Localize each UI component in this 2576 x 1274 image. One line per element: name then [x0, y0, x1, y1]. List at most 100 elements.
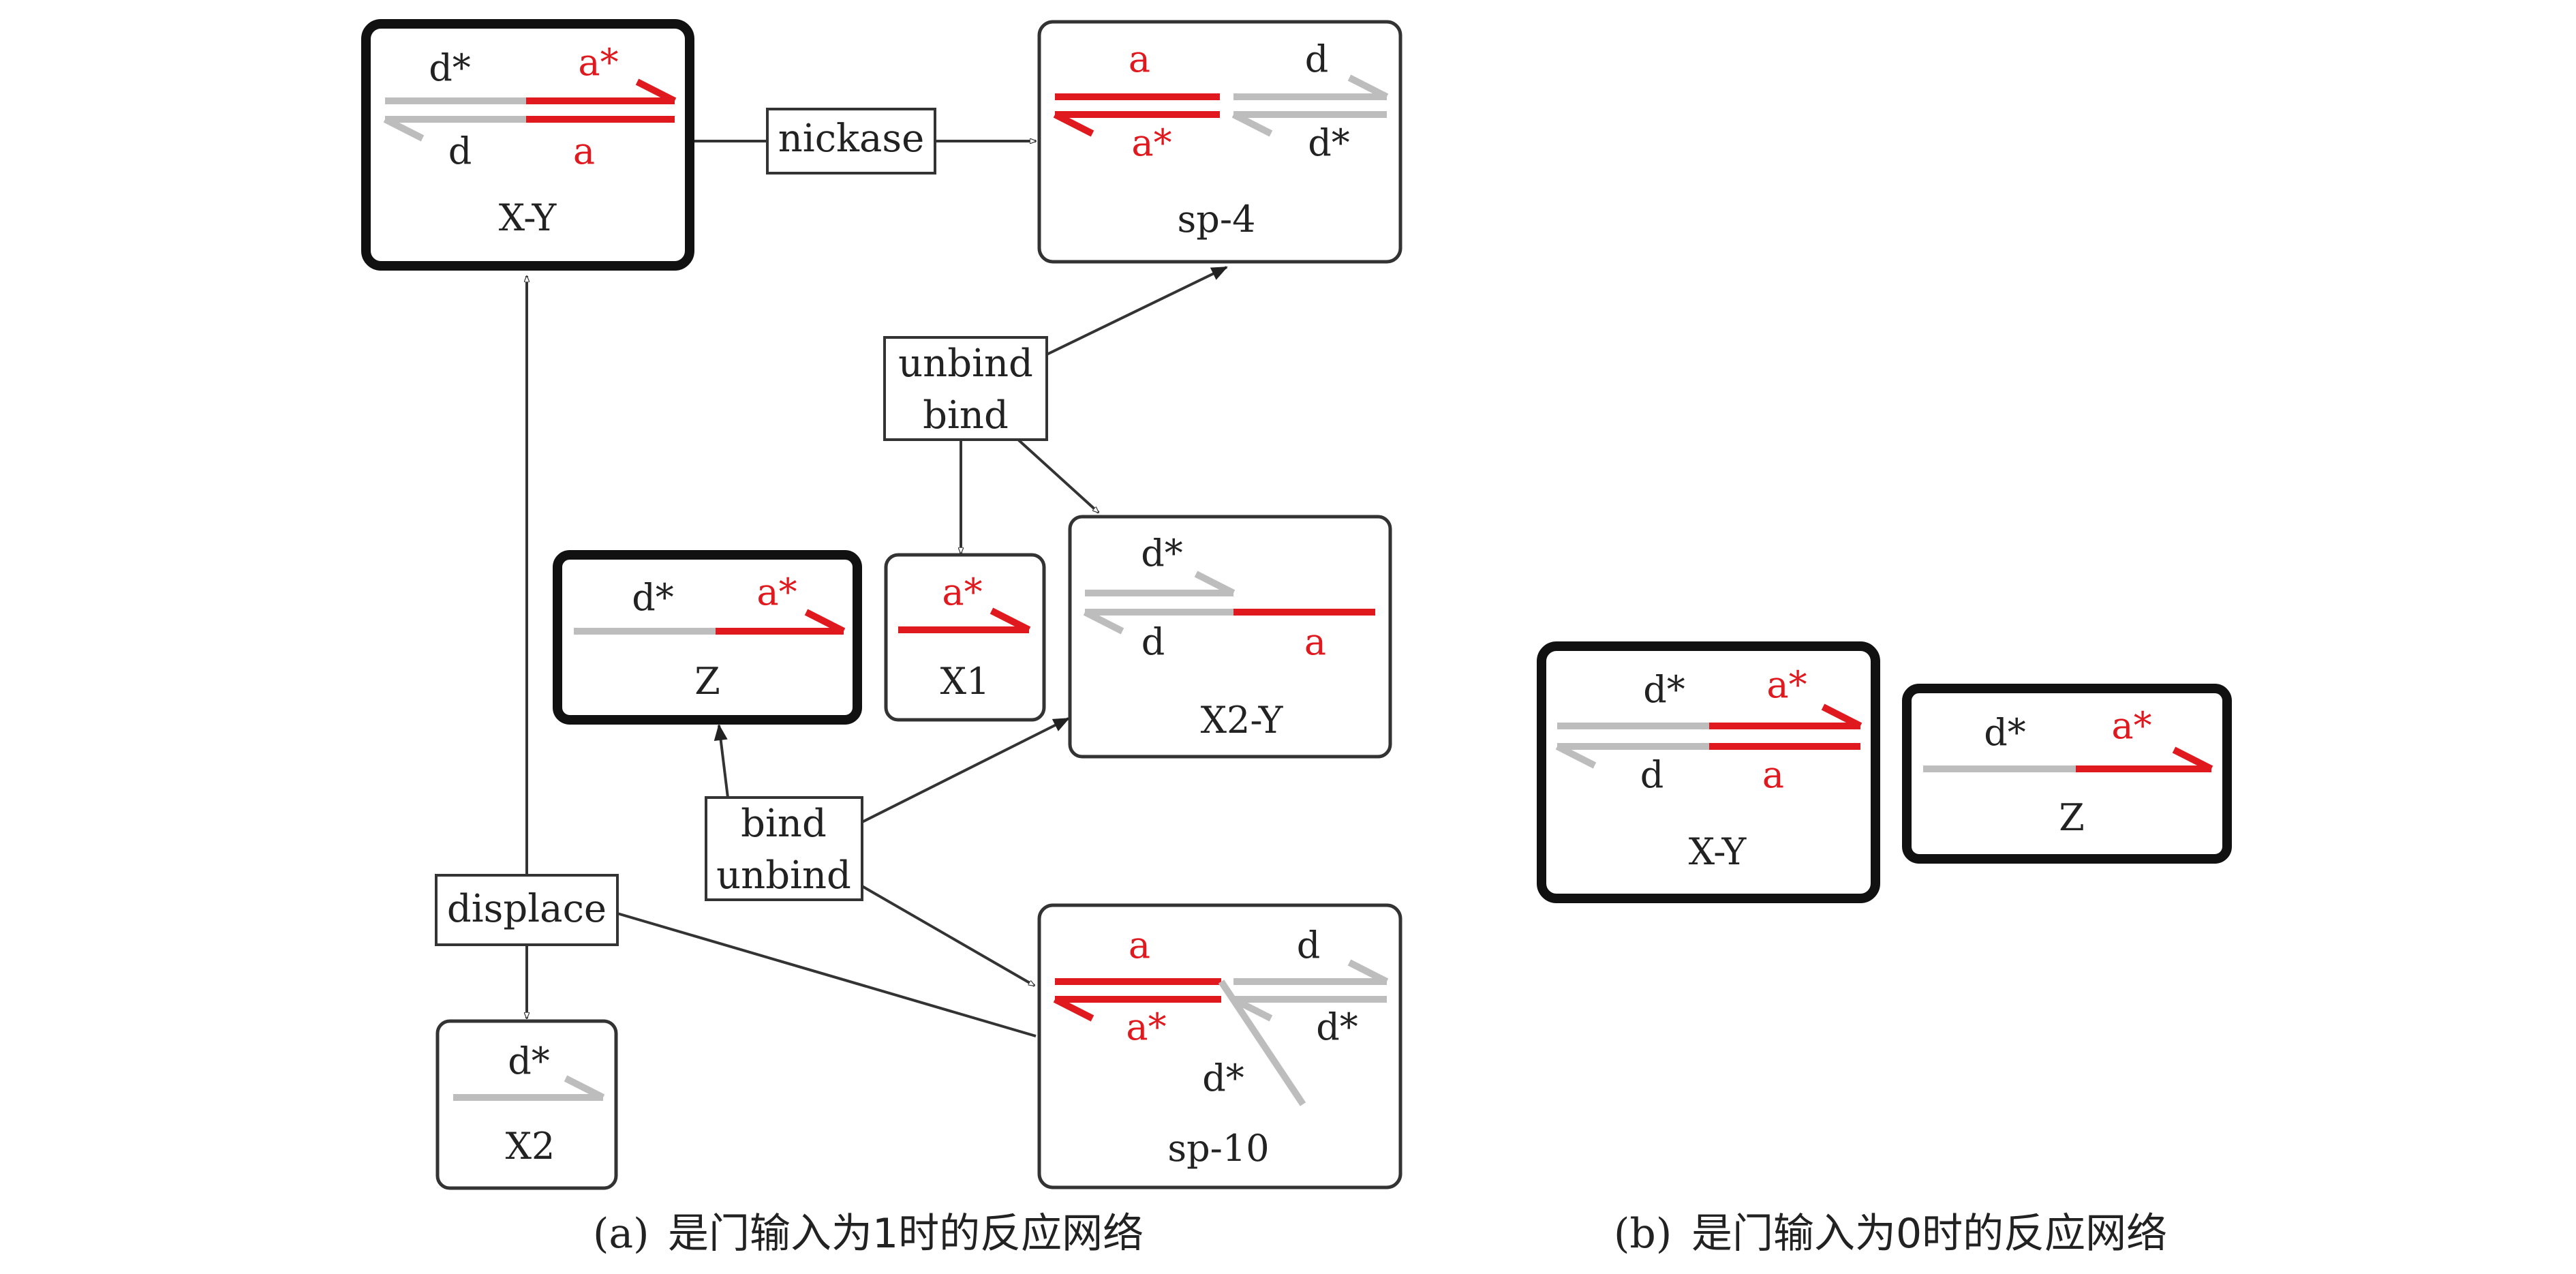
bottom-strand-arrowhead [1083, 609, 1124, 635]
process-box [435, 874, 619, 946]
bottom-strand-arrowhead [1053, 996, 1094, 1022]
domain-label: a* [756, 571, 797, 613]
strand-arrowhead [804, 609, 846, 635]
domain-label: a* [578, 41, 618, 84]
species-sp4: a d a* d* sp-4 [1037, 20, 1402, 264]
domain-label: d [1305, 37, 1329, 80]
top-strand-arrowhead [635, 78, 677, 104]
domain-label: a [1129, 924, 1150, 967]
process-bind-unbind: bind unbind [705, 796, 863, 901]
bottom-strand-arrowhead [1053, 111, 1094, 137]
species-z-b: d* a* Z [1902, 684, 2232, 864]
species-name: X-Y [499, 196, 557, 239]
domain-label: d* [1202, 1057, 1244, 1099]
domain-label: a* [1131, 121, 1171, 164]
species-box [1068, 515, 1392, 759]
species-box [435, 1019, 618, 1190]
strand-arrowhead [564, 1075, 605, 1101]
domain-label: d [1141, 620, 1165, 663]
caption-a-prefix: (a) [593, 1210, 649, 1258]
caption-b-prefix: (b) [1614, 1210, 1672, 1258]
process-label: unbind [898, 342, 1033, 386]
process-displace: displace [435, 874, 619, 946]
domain-label: a [1762, 753, 1784, 796]
edge-bind-to-sp10 [861, 885, 1034, 987]
domain-label: d* [1316, 1005, 1358, 1048]
domain-label: d [1297, 924, 1321, 967]
strand [898, 607, 1031, 633]
process-label: unbind [716, 853, 851, 898]
domain-label: a [1304, 620, 1326, 663]
domain-label: a* [942, 571, 982, 613]
species-name: sp-4 [1178, 198, 1256, 241]
process-nickase: nickase [766, 108, 936, 175]
species-box [1537, 641, 1880, 903]
bottom-strand-arrowhead [1555, 743, 1597, 769]
strand-arrowhead [2172, 746, 2213, 772]
edge-unbind-to-x2y [1017, 438, 1099, 513]
process-box [705, 796, 863, 901]
caption-a-text: 是门输入为1时的反应网络 [668, 1210, 1144, 1258]
duplex-strands [1555, 703, 1862, 769]
species-x1: a* X1 [884, 553, 1046, 722]
process-label: bind [923, 393, 1009, 438]
species-name: sp-10 [1167, 1127, 1269, 1170]
domain-label: d [448, 130, 472, 172]
caption-b-text: 是门输入为0时的反应网络 [1691, 1210, 2167, 1258]
duplex-strands [1053, 74, 1389, 137]
process-box [883, 336, 1048, 441]
species-name: X-Y [1689, 830, 1747, 873]
duplex-strands [1053, 959, 1389, 1106]
species-xy-b: d* a* d a X-Y [1537, 641, 1880, 903]
species-x2y: d* d a X2-Y [1068, 515, 1392, 759]
species-box [1902, 684, 2232, 864]
domain-label: a* [1766, 663, 1807, 706]
strand-arrowhead [990, 607, 1031, 633]
species-box [553, 550, 862, 725]
domain-label: d* [1141, 532, 1183, 575]
species-box [1037, 903, 1402, 1189]
top-strand-arrowhead [1194, 571, 1236, 596]
domain-label: d* [429, 46, 471, 89]
species-box [1037, 20, 1402, 264]
top-strand-arrowhead [1347, 959, 1389, 985]
species-xy: d* a* d a X-Y [361, 19, 694, 271]
process-label: displace [447, 887, 607, 931]
process-box [766, 108, 936, 175]
branch-strand-gray [1218, 980, 1306, 1106]
bottom-strand-arrowhead [383, 116, 425, 142]
top-strand-arrowhead [1821, 703, 1862, 729]
domain-label: d* [1984, 711, 2026, 754]
bottom-strand-arrowhead [1231, 111, 1273, 137]
strand [453, 1075, 605, 1101]
domain-label: d* [1643, 668, 1685, 711]
top-strand-arrowhead [1347, 74, 1389, 100]
species-name: Z [694, 660, 720, 703]
species-x2: d* X2 [435, 1019, 618, 1190]
edge-sp10-to-displace [617, 912, 1037, 1037]
process-unbind-bind: unbind bind [883, 336, 1048, 441]
domain-label: d* [1308, 121, 1350, 164]
species-box [884, 553, 1046, 722]
domain-label: d* [632, 576, 674, 619]
edge-bind-to-z [714, 724, 729, 798]
domain-label: a* [1126, 1005, 1166, 1048]
strand [574, 609, 846, 635]
duplex-strands [383, 78, 677, 142]
species-name: X2-Y [1201, 699, 1284, 742]
species-box [361, 19, 694, 271]
duplex-strands [1083, 571, 1375, 635]
domain-label: a [1129, 37, 1150, 80]
species-name: X2 [506, 1125, 555, 1168]
strand [1923, 746, 2213, 772]
process-label: nickase [778, 117, 925, 161]
species-name: X1 [940, 660, 990, 703]
domain-label: d* [508, 1040, 550, 1082]
edge-bind-to-x2y [861, 717, 1070, 823]
domain-label: a* [2111, 704, 2151, 747]
caption-b: (b) 是门输入为0时的反应网络 [1614, 1210, 2167, 1258]
connectors [527, 141, 1228, 1037]
caption-a: (a) 是门输入为1时的反应网络 [593, 1210, 1144, 1258]
domain-label: d [1640, 753, 1664, 796]
